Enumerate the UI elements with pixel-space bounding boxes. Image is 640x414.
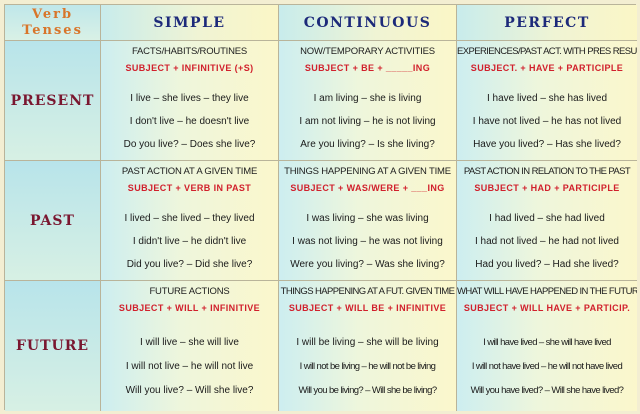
cell-future-continuous: THINGS HAPPENING AT A FUT. GIVEN TIME SU… — [279, 281, 457, 411]
cell-formula: SUBJECT + BE + _____ING — [304, 63, 431, 73]
cell-formula: SUBJECT + WILL BE + INFINITIVE — [288, 303, 447, 313]
cell-title: FACTS/HABITS/ROUTINES — [131, 46, 248, 57]
cell-formula: SUBJECT + WILL + INFINITIVE — [118, 303, 261, 313]
example-question: Will you live? – Will she live? — [125, 385, 254, 396]
example-question: Had you lived? – Had she lived? — [475, 259, 619, 270]
verb-tenses-table: Verb Tenses SIMPLE CONTINUOUS PERFECT PR… — [4, 4, 637, 411]
cell-past-continuous: THINGS HAPPENING AT A GIVEN TIME SUBJECT… — [279, 161, 457, 281]
cell-formula: SUBJECT + VERB IN PAST — [127, 183, 252, 193]
example-question: Have you lived? – Has she lived? — [473, 139, 621, 150]
example-affirmative: I live – she lives – they live — [130, 93, 249, 104]
corner-header: Verb Tenses — [5, 5, 101, 41]
cell-title: NOW/TEMPORARY ACTIVITIES — [300, 46, 435, 57]
cell-formula: SUBJECT + INFINITIVE (+S) — [125, 63, 254, 73]
row-label-future: FUTURE — [5, 281, 101, 411]
corner-line-1: Verb — [31, 6, 74, 22]
cell-present-perfect: EXPERIENCES/PAST ACT. WITH PRES RESULT S… — [457, 41, 637, 161]
example-question: Will you have lived? – Will she have liv… — [470, 385, 624, 396]
cell-past-simple: PAST ACTION AT A GIVEN TIME SUBJECT + VE… — [101, 161, 279, 281]
cell-title: FUTURE ACTIONS — [149, 286, 230, 297]
example-question: Were you living? – Was she living? — [290, 259, 445, 270]
corner-line-2: Tenses — [22, 22, 83, 38]
row-label-present: PRESENT — [5, 41, 101, 161]
example-negative: I will not live – he will not live — [125, 361, 254, 372]
cell-title: THINGS HAPPENING AT A GIVEN TIME — [284, 166, 451, 177]
example-affirmative: I will have lived – she will have lived — [483, 337, 611, 348]
column-header-simple: SIMPLE — [101, 5, 279, 41]
cell-present-simple: FACTS/HABITS/ROUTINES SUBJECT + INFINITI… — [101, 41, 279, 161]
cell-title: THINGS HAPPENING AT A FUT. GIVEN TIME — [280, 286, 455, 297]
column-header-perfect: PERFECT — [457, 5, 637, 41]
example-affirmative: I will be living – she will be living — [296, 337, 439, 348]
example-affirmative: I have lived – she has lived — [486, 93, 608, 104]
cell-formula: SUBJECT + WAS/WERE + ___ING — [290, 183, 445, 193]
example-affirmative: I had lived – she had lived — [489, 213, 605, 224]
example-negative: I was not living – he was not living — [292, 236, 443, 247]
cell-future-perfect: WHAT WILL HAVE HAPPENED IN THE FUTURE SU… — [457, 281, 637, 411]
example-negative: I had not lived – he had not lived — [475, 236, 619, 247]
cell-title: PAST ACTION IN RELATION TO THE PAST — [463, 166, 631, 177]
example-question: Will you be living? – Will she be living… — [298, 385, 437, 396]
cell-title: WHAT WILL HAVE HAPPENED IN THE FUTURE — [457, 286, 637, 297]
example-question: Are you living? – Is she living? — [300, 139, 435, 150]
example-affirmative: I lived – she lived – they lived — [124, 213, 255, 224]
cell-formula: SUBJECT. + HAVE + PARTICIPLE — [470, 63, 624, 73]
example-affirmative: I was living – she was living — [306, 213, 429, 224]
cell-present-continuous: NOW/TEMPORARY ACTIVITIES SUBJECT + BE + … — [279, 41, 457, 161]
row-label-past: PAST — [5, 161, 101, 281]
cell-title: PAST ACTION AT A GIVEN TIME — [121, 166, 258, 177]
example-affirmative: I am living – she is living — [313, 93, 422, 104]
example-affirmative: I will live – she will live — [140, 337, 239, 348]
example-negative: I don't live – he doesn't live — [129, 116, 250, 127]
cell-future-simple: FUTURE ACTIONS SUBJECT + WILL + INFINITI… — [101, 281, 279, 411]
cell-formula: SUBJECT + HAD + PARTICIPLE — [474, 183, 620, 193]
example-question: Did you live? – Did she live? — [126, 259, 253, 270]
example-negative: I didn't live – he didn't live — [132, 236, 247, 247]
example-negative: I will not be living – he will not be li… — [299, 361, 436, 372]
cell-title: EXPERIENCES/PAST ACT. WITH PRES RESULT — [457, 46, 637, 57]
example-question: Do you live? – Does she live? — [123, 139, 256, 150]
cell-past-perfect: PAST ACTION IN RELATION TO THE PAST SUBJ… — [457, 161, 637, 281]
example-negative: I have not lived – he has not lived — [472, 116, 622, 127]
example-negative: I will not have lived – he will not have… — [471, 361, 623, 372]
column-header-continuous: CONTINUOUS — [279, 5, 457, 41]
example-negative: I am not living – he is not living — [299, 116, 436, 127]
cell-formula: SUBJECT + WILL HAVE + PARTICIP. — [463, 303, 631, 313]
